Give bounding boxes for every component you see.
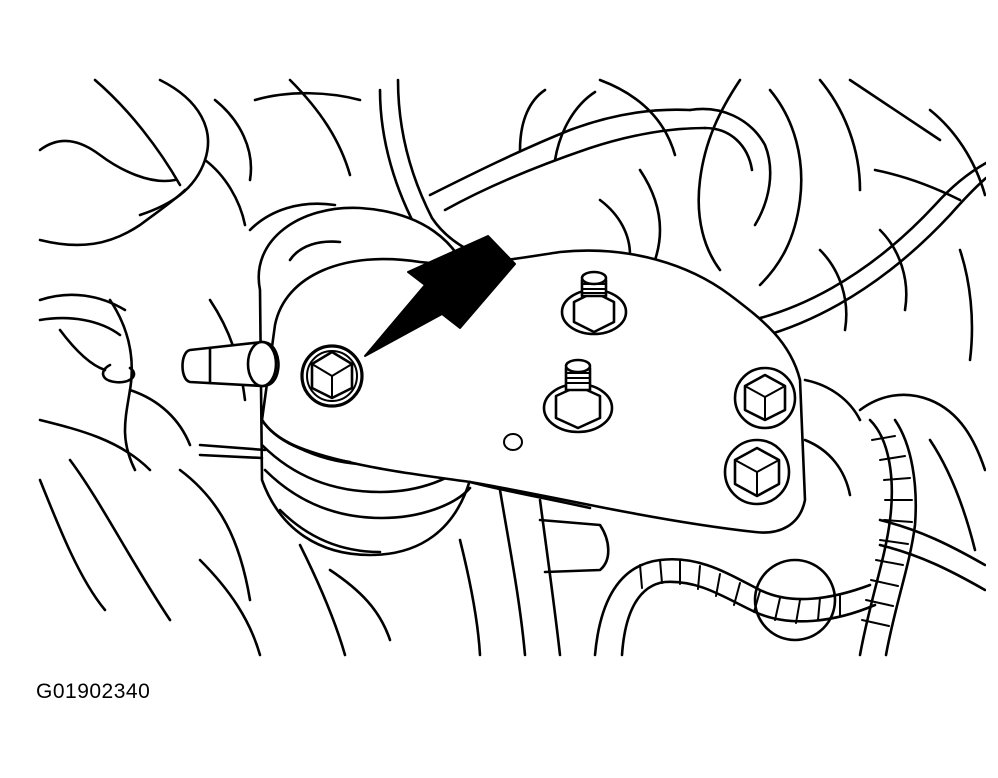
- figure-id-label: G01902340: [36, 680, 151, 703]
- wiring-harness: [593, 393, 986, 657]
- stud-bolt-middle: [542, 358, 614, 434]
- lower-structures: [198, 378, 977, 657]
- hex-bolt-right-upper: [733, 366, 797, 430]
- hex-bolt-right-lower: [723, 438, 791, 506]
- stud-bolt-top: [560, 270, 628, 336]
- locating-pin: [181, 340, 280, 388]
- callout-arrow-icon: [364, 235, 516, 357]
- target-bolt: [300, 344, 364, 408]
